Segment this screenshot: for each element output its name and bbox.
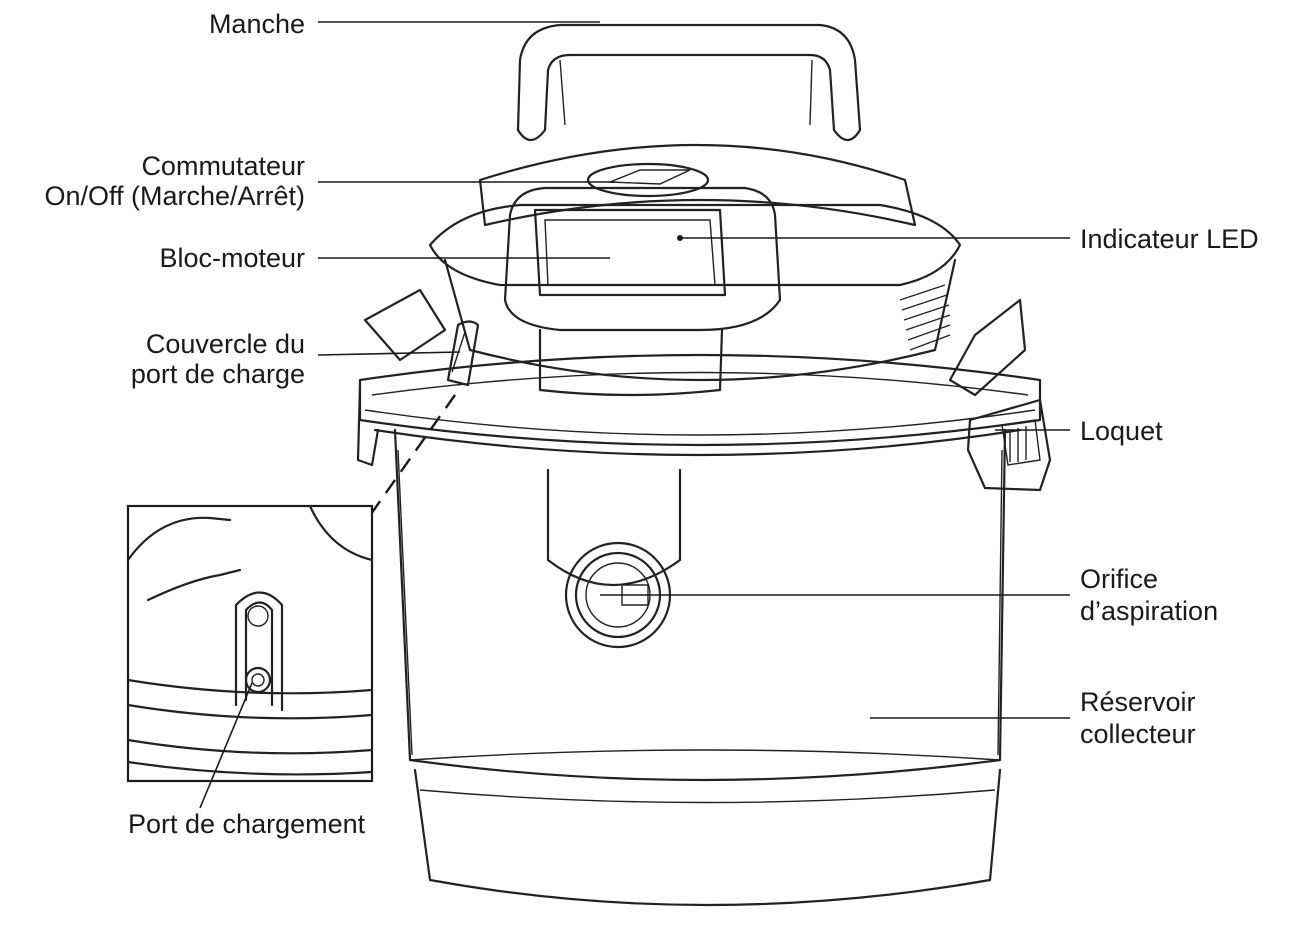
switch-drawing xyxy=(586,162,710,198)
motor-head-drawing xyxy=(428,143,962,382)
label-commutateur-line2: On/Off (Marche/Arrêt) xyxy=(0,180,305,212)
label-orifice-line2: d’aspiration xyxy=(1080,596,1219,626)
label-manche: Manche xyxy=(208,9,305,39)
lid-ring-drawing xyxy=(356,353,1042,467)
label-couvercle-line2: port de charge xyxy=(130,359,305,389)
tank-drawing xyxy=(393,428,1007,907)
inset-detail xyxy=(126,504,374,783)
label-couvercle-line1: Couvercle du xyxy=(145,329,305,359)
clamps-drawing xyxy=(363,288,1052,492)
display-block-drawing xyxy=(503,186,782,397)
leader-couvercle xyxy=(317,351,461,356)
label-reservoir-line2: collecteur xyxy=(1080,719,1196,749)
suction-inlet-drawing xyxy=(546,468,682,649)
label-loquet: Loquet xyxy=(1080,416,1163,446)
leader-port-chargement xyxy=(199,682,253,809)
handle-drawing xyxy=(516,23,862,142)
label-orifice-line1: Orifice xyxy=(1080,564,1159,594)
label-reservoir-line1: Réservoir xyxy=(1080,687,1196,717)
label-bloc-moteur: Bloc-moteur xyxy=(159,243,305,273)
leader-lines xyxy=(199,21,1070,809)
label-indicateur-led: Indicateur LED xyxy=(1080,224,1259,254)
charge-port-cover-drawing xyxy=(446,320,480,387)
label-commutateur-line1: Commutateur xyxy=(141,151,305,181)
label-commutateur-line2-text: On/Off (Marche/Arrêt) xyxy=(44,181,305,211)
label-port-chargement: Port de chargement xyxy=(128,809,366,839)
